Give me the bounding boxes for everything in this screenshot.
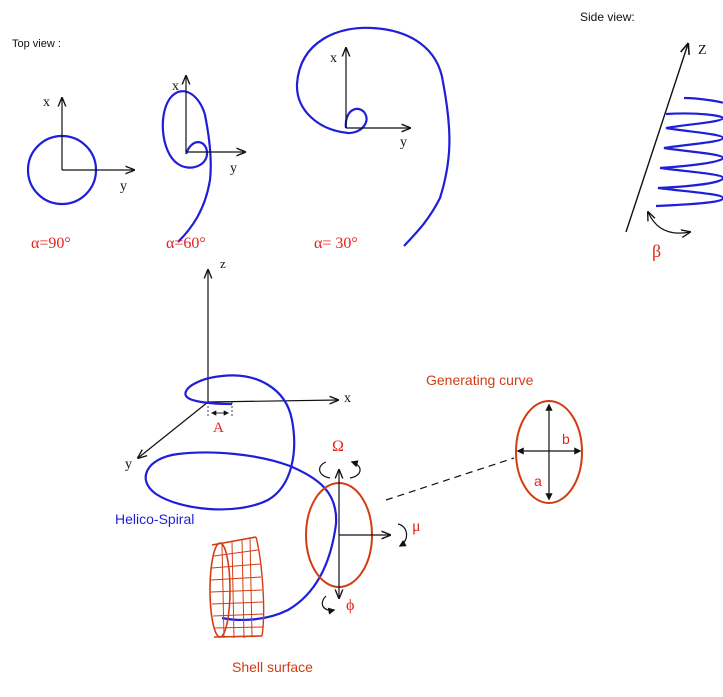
generating-curve-ellipse: [515, 400, 583, 504]
top-view-alpha-60: x y α=60°: [161, 76, 245, 252]
shell-surface-label: Shell surface: [232, 659, 313, 675]
shell-surface-segment: [209, 536, 265, 639]
x-axis-label: x: [330, 51, 337, 66]
x-axis-label: x: [43, 95, 50, 110]
generating-curve-inset: Generating curve b a: [426, 372, 583, 504]
top-view-alpha-90: x y α=90°: [26, 95, 134, 252]
y-axis-label: y: [400, 135, 407, 150]
helico-spiral-curve: [144, 374, 338, 622]
x-axis-label: x: [344, 391, 351, 406]
y-axis-label: y: [120, 179, 127, 194]
side-view-title: Side view:: [580, 10, 635, 24]
side-spiral-coils: [655, 96, 723, 208]
top-view-alpha-30: x y α= 30°: [295, 26, 451, 252]
beta-label: β: [652, 241, 661, 261]
mu-label: μ: [412, 518, 421, 535]
side-view-panel: Side view: Z β: [580, 10, 723, 261]
x-axis-label: x: [172, 79, 179, 94]
mu-rotation-arrow: [397, 523, 408, 547]
z-axis-label: Z: [698, 43, 707, 58]
spiral-curve: [295, 26, 451, 247]
y-axis-arrow: [138, 401, 209, 458]
y-axis-label: y: [230, 161, 237, 176]
semi-axis-a-label: a: [534, 473, 542, 489]
omega-label: Ω: [332, 438, 344, 455]
spiral-curve: [161, 90, 212, 243]
z-axis-label: z: [220, 256, 226, 271]
phi-label: ϕ: [346, 597, 354, 614]
z-axis-arrow: [625, 44, 688, 233]
a-offset-label: A: [213, 420, 224, 436]
alpha-30-label: α= 30°: [314, 235, 358, 252]
beta-angle-arc: [648, 212, 690, 233]
alpha-90-label: α=90°: [31, 235, 71, 252]
semi-axis-b-label: b: [562, 431, 570, 447]
x-axis-arrow: [207, 400, 338, 402]
y-axis-label: y: [125, 457, 132, 472]
omega-rotation-arrow: [319, 462, 361, 479]
connector-dashed-line: [385, 457, 515, 501]
top-view-title: Top view :: [12, 38, 61, 50]
phi-rotation-arrow: [321, 595, 336, 615]
generating-curve-title: Generating curve: [426, 372, 534, 388]
helico-spiral-label: Helico-Spiral: [115, 511, 194, 527]
alpha-60-label: α=60°: [166, 235, 206, 252]
main-3d-view: z x y A Helico-Spiral Shell surface Ω: [115, 256, 515, 675]
top-view-panel: Top view : x y α=90° x y α=60°: [12, 26, 451, 252]
